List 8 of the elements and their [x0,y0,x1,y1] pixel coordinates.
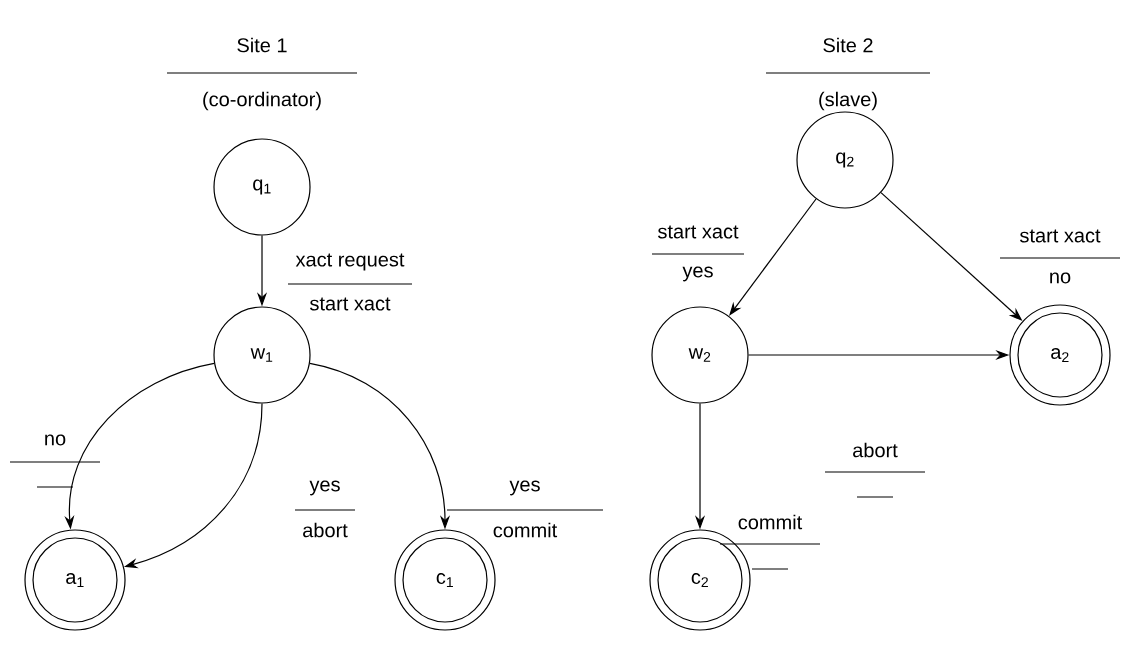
site-heading: Site 2 (slave) [765,37,931,111]
edge-label: abort [824,442,926,498]
edge-label: yes abort [294,480,356,538]
site-heading: Site 1 (co-ordinator) [166,37,358,111]
edge-label: start xact yes [651,225,745,282]
arrow [729,198,817,316]
edge-label: start xact no [999,229,1121,284]
edge-label: no [9,434,101,488]
